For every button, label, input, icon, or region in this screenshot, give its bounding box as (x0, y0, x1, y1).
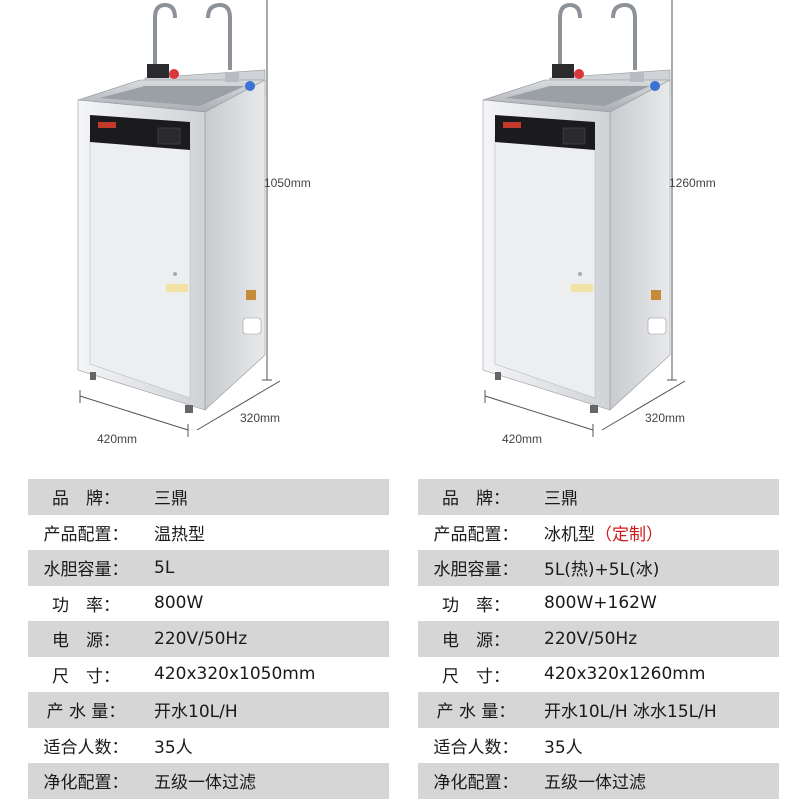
spec-key: 净化配置： (433, 773, 519, 794)
spec-key: 水胆容量： (43, 560, 129, 581)
spec-row: 产 水 量： 开水10L/H (28, 692, 389, 728)
spec-row: 品 牌： 三鼎 (28, 479, 389, 515)
spec-value-text: 420x320x1050mm (154, 664, 316, 685)
width-dimension-label: 420mm (502, 432, 543, 446)
spec-key: 功 率： (442, 595, 510, 616)
spec-value-text: 开水10L/H 冰水15L/H (544, 702, 717, 723)
spec-value: 开水10L/H (154, 697, 389, 722)
spec-key: 电 源： (442, 631, 510, 652)
spec-row: 产品配置： 冰机型（定制） (418, 515, 779, 551)
depth-dimension-label: 320mm (645, 411, 686, 425)
spec-row: 功 率： 800W (28, 586, 389, 622)
spec-row: 适合人数： 35人 (28, 728, 389, 764)
spec-value-text: 五级一体过滤 (544, 773, 646, 794)
spec-row: 尺 寸： 420x320x1050mm (28, 657, 389, 693)
spec-key: 电 源： (52, 631, 120, 652)
spec-row: 电 源： 220V/50Hz (418, 621, 779, 657)
height-dimension-label: 1050mm (264, 176, 311, 190)
spec-row: 适合人数： 35人 (418, 728, 779, 764)
spec-row: 功 率： 800W+162W (418, 586, 779, 622)
depth-dimension-label: 320mm (240, 411, 281, 425)
spec-row: 净化配置： 五级一体过滤 (28, 763, 389, 799)
spec-value: 开水10L/H 冰水15L/H (544, 697, 779, 722)
spec-value-text: 5L (154, 557, 175, 578)
spec-row: 净化配置： 五级一体过滤 (418, 763, 779, 799)
spec-row: 品 牌： 三鼎 (418, 479, 779, 515)
spec-value: 5L(热)+5L(冰) (544, 555, 779, 580)
spec-value: 420x320x1260mm (544, 664, 779, 684)
spec-row: 电 源： 220V/50Hz (28, 621, 389, 657)
spec-row: 水胆容量： 5L (28, 550, 389, 586)
spec-value: 420x320x1050mm (154, 664, 389, 684)
spec-value-text: 220V/50Hz (154, 628, 248, 649)
spec-value: 35人 (544, 733, 779, 758)
spec-value-text: 三鼎 (544, 489, 578, 510)
spec-key: 适合人数： (433, 737, 519, 758)
spec-value-text: 5L(热)+5L(冰) (544, 560, 660, 581)
spec-value: 35人 (154, 733, 389, 758)
product-image-right: 1260mm 420mm 320mm (405, 0, 800, 472)
spec-value-text: 800W+162W (544, 593, 657, 614)
spec-value-text: 35人 (544, 737, 583, 758)
spec-table-right: 品 牌： 三鼎产品配置： 冰机型（定制） 水胆容量： 5L(热)+5L(冰) 功 率： 80… (418, 479, 779, 799)
spec-value: 温热型 (154, 520, 389, 545)
spec-key: 尺 寸： (442, 666, 510, 687)
spec-value-text: 35人 (154, 737, 193, 758)
spec-key: 水胆容量： (433, 560, 519, 581)
spec-value-text: 冰机型 (544, 524, 595, 545)
spec-key: 尺 寸： (52, 666, 120, 687)
spec-value: 220V/50Hz (544, 629, 779, 649)
spec-key: 净化配置： (43, 773, 129, 794)
spec-value-text: 三鼎 (154, 489, 188, 510)
product-image-left: 1050mm 420mm 320mm (0, 0, 400, 472)
spec-value-text: 开水10L/H (154, 702, 238, 723)
spec-key: 品 牌： (442, 489, 510, 510)
spec-value-text: 800W (154, 593, 204, 614)
spec-value: 5L (154, 558, 389, 578)
spec-value: 800W (154, 593, 389, 613)
spec-row: 产 水 量： 开水10L/H 冰水15L/H (418, 692, 779, 728)
spec-value: 冰机型（定制） (544, 520, 779, 545)
spec-value: 三鼎 (154, 484, 389, 509)
spec-table-left: 品 牌： 三鼎产品配置： 温热型水胆容量： 5L 功 率： 800W 电 源： 220V/50… (28, 479, 389, 799)
spec-row: 产品配置： 温热型 (28, 515, 389, 551)
width-dimension-label: 420mm (97, 432, 138, 446)
spec-value: 五级一体过滤 (154, 768, 389, 793)
height-dimension-label: 1260mm (669, 176, 716, 190)
spec-row: 水胆容量： 5L(热)+5L(冰) (418, 550, 779, 586)
spec-value-text: 420x320x1260mm (544, 664, 706, 685)
spec-row: 尺 寸： 420x320x1260mm (418, 657, 779, 693)
spec-key: 适合人数： (43, 737, 129, 758)
spec-value: 220V/50Hz (154, 629, 389, 649)
spec-value-text: 温热型 (154, 524, 205, 545)
spec-value: 五级一体过滤 (544, 768, 779, 793)
spec-value-text: 220V/50Hz (544, 628, 638, 649)
spec-key: 产品配置： (433, 524, 519, 545)
spec-key: 产 水 量： (436, 702, 516, 723)
spec-value-text: 五级一体过滤 (154, 773, 256, 794)
spec-key: 功 率： (52, 595, 120, 616)
spec-value-accent: （定制） (595, 524, 663, 545)
water-dispenser-illustration (77, 0, 281, 437)
spec-value: 三鼎 (544, 484, 779, 509)
water-dispenser-illustration (482, 0, 686, 437)
spec-value: 800W+162W (544, 593, 779, 613)
spec-key: 产 水 量： (46, 702, 126, 723)
spec-key: 品 牌： (52, 489, 120, 510)
spec-key: 产品配置： (43, 524, 129, 545)
